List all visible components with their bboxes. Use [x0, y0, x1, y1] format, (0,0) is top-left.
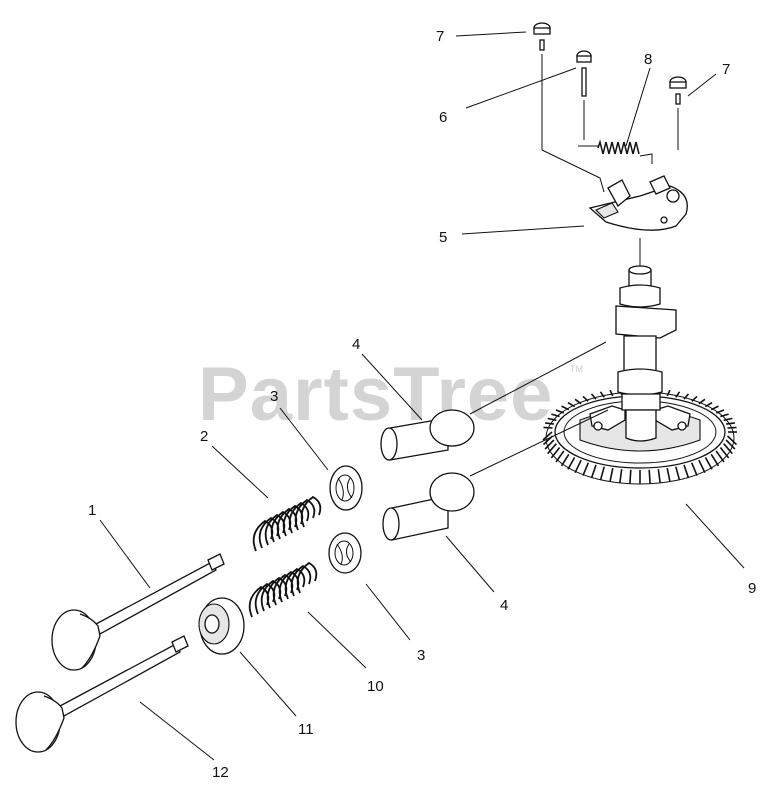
- leader-lines: [99, 31, 745, 761]
- callout-7-top-right: 7: [722, 61, 730, 78]
- valve-1: [51, 553, 225, 671]
- valve-spring-2: [252, 495, 322, 552]
- retainer-upper: [329, 465, 363, 511]
- watermark-trademark: TM: [570, 364, 583, 374]
- valve-spring-10: [248, 561, 318, 618]
- callout-3-upper: 3: [270, 388, 278, 405]
- callout-10: 10: [367, 678, 384, 695]
- callout-12: 12: [212, 764, 229, 781]
- governor-plate: [588, 175, 688, 231]
- watermark-text: PartsTree: [198, 352, 553, 437]
- valve-seal: [198, 597, 245, 655]
- callout-3-lower: 3: [417, 647, 425, 664]
- callout-4-upper: 4: [352, 336, 360, 353]
- callout-6: 6: [439, 109, 447, 126]
- callout-1: 1: [88, 502, 96, 519]
- cam-gear: [542, 388, 738, 485]
- callout-4-lower: 4: [500, 597, 508, 614]
- governor-spring: [578, 139, 653, 164]
- callout-5: 5: [439, 229, 447, 246]
- callout-9: 9: [748, 580, 756, 597]
- callout-labels: 7 7 8 6 5 4 3 2 1 4 9 3 10 11 12: [88, 28, 756, 781]
- callout-8: 8: [644, 51, 652, 68]
- watermark: PartsTree TM: [198, 352, 583, 437]
- callout-2: 2: [200, 428, 208, 445]
- pin-7-right: [669, 76, 687, 105]
- retainer-lower: [328, 532, 362, 574]
- pin-6: [576, 50, 592, 97]
- tappet-lower: [382, 472, 475, 541]
- camshaft: [615, 265, 677, 442]
- callout-11: 11: [298, 721, 314, 738]
- pin-7-left: [533, 22, 551, 51]
- assembly-lines: [469, 54, 679, 477]
- tappet-upper: [380, 409, 475, 461]
- callout-7-top-left: 7: [436, 28, 444, 45]
- valve-12: [15, 635, 189, 753]
